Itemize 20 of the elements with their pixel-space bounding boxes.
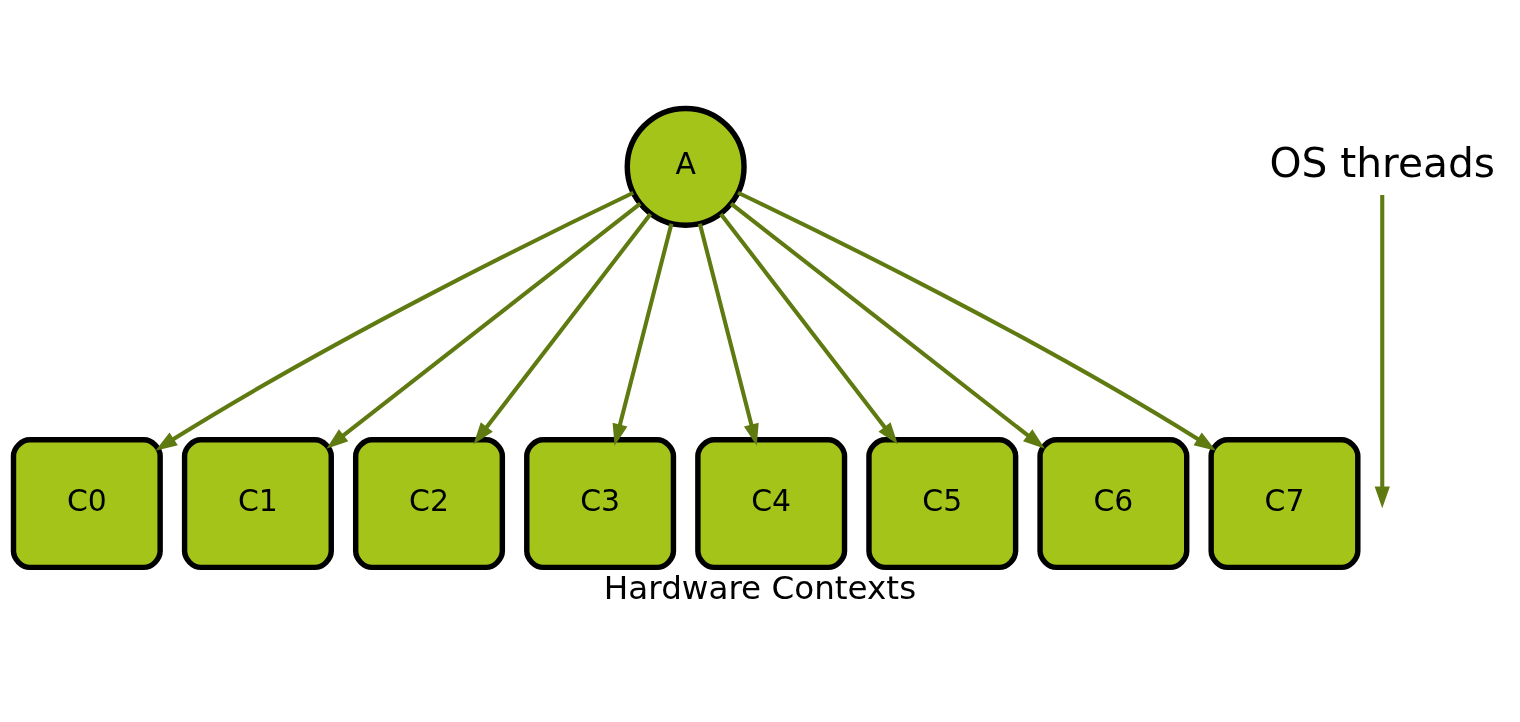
- arrow: [326, 202, 642, 449]
- node-box: C7: [1208, 437, 1361, 571]
- arrow: [719, 212, 898, 445]
- node-box: C2: [352, 437, 506, 571]
- arrow: [473, 212, 653, 445]
- node-box: C5: [866, 437, 1019, 571]
- caption: Hardware Contexts: [603, 568, 917, 607]
- node-box: C6: [1037, 437, 1190, 571]
- arrow: [155, 190, 635, 451]
- node-box: C1: [181, 437, 334, 571]
- arrow: [737, 190, 1216, 451]
- arrow: [697, 223, 759, 446]
- node-circle: A: [624, 105, 747, 228]
- node-box: C4: [695, 437, 848, 571]
- node-box: C3: [524, 437, 677, 571]
- arrow: [729, 202, 1045, 449]
- arrow: [1374, 194, 1390, 509]
- node-box: C0: [10, 437, 163, 571]
- node-text: OS threads: [1269, 139, 1496, 188]
- arrow: [612, 223, 674, 446]
